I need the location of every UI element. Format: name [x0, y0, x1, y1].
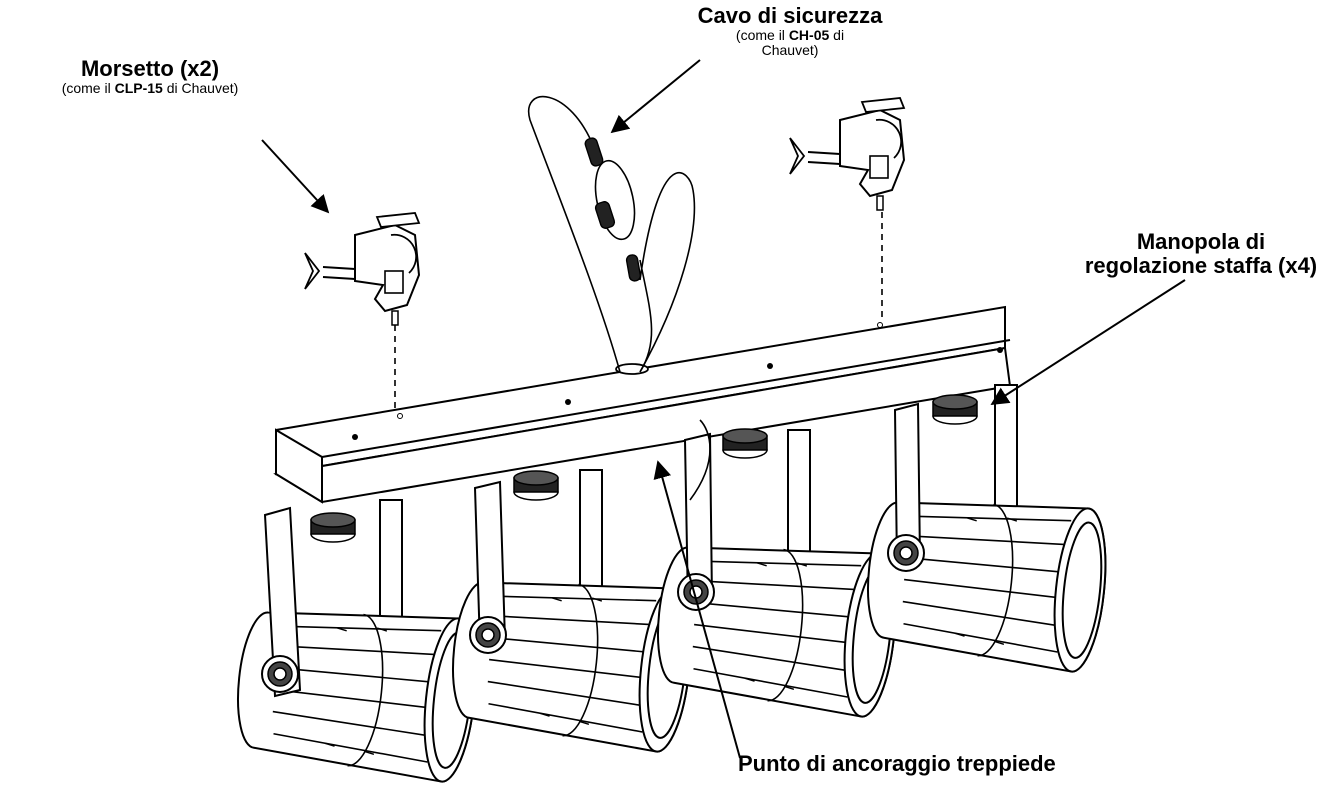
safety-subtitle: (come il CH-05 di	[640, 26, 940, 43]
fixture-3	[649, 428, 904, 721]
knob-line2: regolazione staffa (x4)	[1084, 252, 1318, 278]
mounting-bar	[273, 305, 1012, 504]
fixture-1	[229, 499, 484, 786]
clamp-label: Morsetto (x2) (come il CLP-15 di Chauvet…	[0, 57, 300, 96]
tripod-arrow	[653, 460, 741, 759]
knob-line1: Manopola di	[1136, 229, 1266, 254]
safety-cable	[527, 96, 711, 501]
tripod-label: Punto di ancoraggio treppiede	[738, 752, 1188, 776]
safety-cable-crimps	[584, 137, 642, 282]
safety-sub-line2: Chauvet)	[761, 41, 819, 58]
clamp-sub-post: di Chauvet)	[162, 79, 239, 96]
tripod-title: Punto di ancoraggio treppiede	[738, 751, 1056, 776]
safety-title: Cavo di sicurezza	[697, 3, 883, 28]
fixture-2	[444, 469, 699, 756]
safety-cable-arrow	[610, 59, 701, 134]
clamp-model: CLP-15	[114, 79, 163, 96]
safety-sub-pre: (come il	[735, 26, 789, 43]
fixture-4	[859, 384, 1114, 676]
clamp-arrow	[261, 139, 330, 214]
clamp-subtitle: (come il CLP-15 di Chauvet)	[0, 79, 300, 96]
safety-sub-post: di	[829, 26, 845, 43]
safety-cable-label: Cavo di sicurezza (come il CH-05 di Chau…	[640, 4, 940, 58]
clamp-right-icon	[789, 97, 905, 211]
clamp-left-icon	[304, 212, 420, 326]
clamp-sub-pre: (come il	[61, 79, 115, 96]
knob-label: Manopola di regolazione staffa (x4)	[1056, 230, 1334, 278]
clamp-title: Morsetto (x2)	[80, 56, 220, 81]
knob-arrow	[990, 279, 1186, 405]
safety-model: CH-05	[788, 26, 830, 43]
